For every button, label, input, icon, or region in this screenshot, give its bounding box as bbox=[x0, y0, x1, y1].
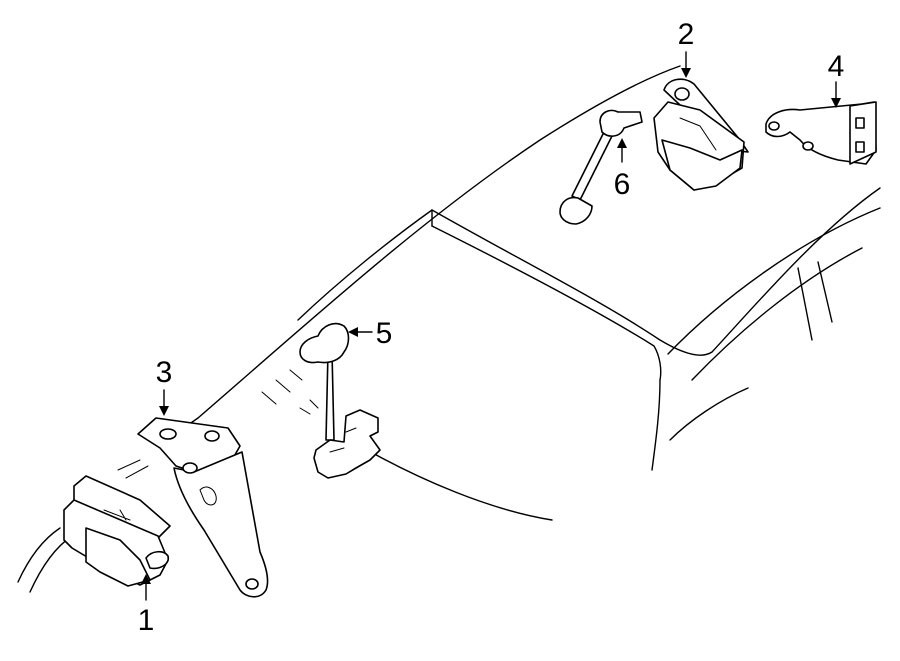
bracket-4-slot-a bbox=[855, 117, 865, 129]
sensor-2-detail bbox=[679, 117, 717, 151]
cowl-hatch bbox=[261, 369, 319, 415]
callout-arrows bbox=[141, 51, 841, 601]
part-5-sensor-link bbox=[299, 322, 381, 479]
arrow-1-head bbox=[141, 574, 151, 584]
sensor-2-hole bbox=[674, 87, 690, 101]
sensor-2-front bbox=[661, 139, 743, 191]
bracket-3-hole-d bbox=[245, 578, 259, 590]
b-pillar-left bbox=[797, 267, 813, 341]
windshield-top bbox=[297, 187, 881, 356]
vehicle-outline bbox=[17, 65, 881, 593]
sensor-5-detail bbox=[329, 427, 357, 453]
fender-arc-inner bbox=[29, 535, 73, 593]
arrow-4-head bbox=[831, 98, 841, 108]
bracket-4-body bbox=[765, 101, 877, 165]
part-4-bracket bbox=[765, 101, 877, 165]
bracket-3-arm bbox=[173, 451, 269, 598]
arrow-6-head bbox=[617, 138, 627, 148]
bracket-3-slot bbox=[199, 486, 217, 506]
door-frame bbox=[667, 207, 881, 355]
callout-labels: 1 2 3 4 5 6 bbox=[138, 18, 845, 637]
link-5-ball-joint bbox=[299, 322, 350, 364]
bracket-4-hole-b bbox=[802, 141, 814, 151]
bracket-3-hole-b bbox=[204, 430, 220, 442]
callout-4: 4 bbox=[828, 50, 845, 83]
callout-5: 5 bbox=[376, 317, 393, 350]
link-6-rod bbox=[571, 127, 615, 201]
roof-line bbox=[197, 65, 681, 419]
arrow-5-head bbox=[348, 327, 358, 337]
part-1-sensor bbox=[63, 475, 171, 587]
windshield-top-inner bbox=[431, 225, 662, 381]
sensor-1-connector bbox=[145, 550, 170, 570]
door-window-edge bbox=[691, 247, 863, 381]
sensor-1-detail bbox=[103, 509, 131, 521]
b-pillar-right bbox=[817, 261, 833, 323]
bracket-3-hole-a bbox=[159, 428, 177, 440]
bracket-4-slot-b bbox=[855, 141, 865, 153]
link-6-upper-joint bbox=[599, 109, 643, 137]
bracket-4-hole-a bbox=[768, 121, 780, 131]
callout-2: 2 bbox=[678, 18, 695, 51]
part-2-sensor bbox=[653, 78, 749, 191]
callout-6: 6 bbox=[614, 168, 631, 201]
arrow-3-head bbox=[159, 406, 169, 416]
callout-3: 3 bbox=[156, 356, 173, 389]
arrow-2-head bbox=[681, 68, 691, 78]
callout-1: 1 bbox=[138, 604, 155, 637]
hood-curve bbox=[359, 445, 553, 521]
sensor-1-body bbox=[85, 527, 151, 587]
fender-arc-outer bbox=[17, 527, 61, 583]
mount-hatch bbox=[117, 459, 149, 479]
door-lower bbox=[669, 387, 749, 441]
a-pillar bbox=[651, 379, 661, 471]
part-3-bracket bbox=[137, 417, 269, 598]
link-5-rod bbox=[325, 351, 335, 441]
bracket-3-hole-c bbox=[182, 462, 198, 474]
part-6-link bbox=[559, 109, 643, 225]
sensor-5-body bbox=[313, 409, 381, 479]
link-6-lower-joint bbox=[559, 196, 593, 225]
